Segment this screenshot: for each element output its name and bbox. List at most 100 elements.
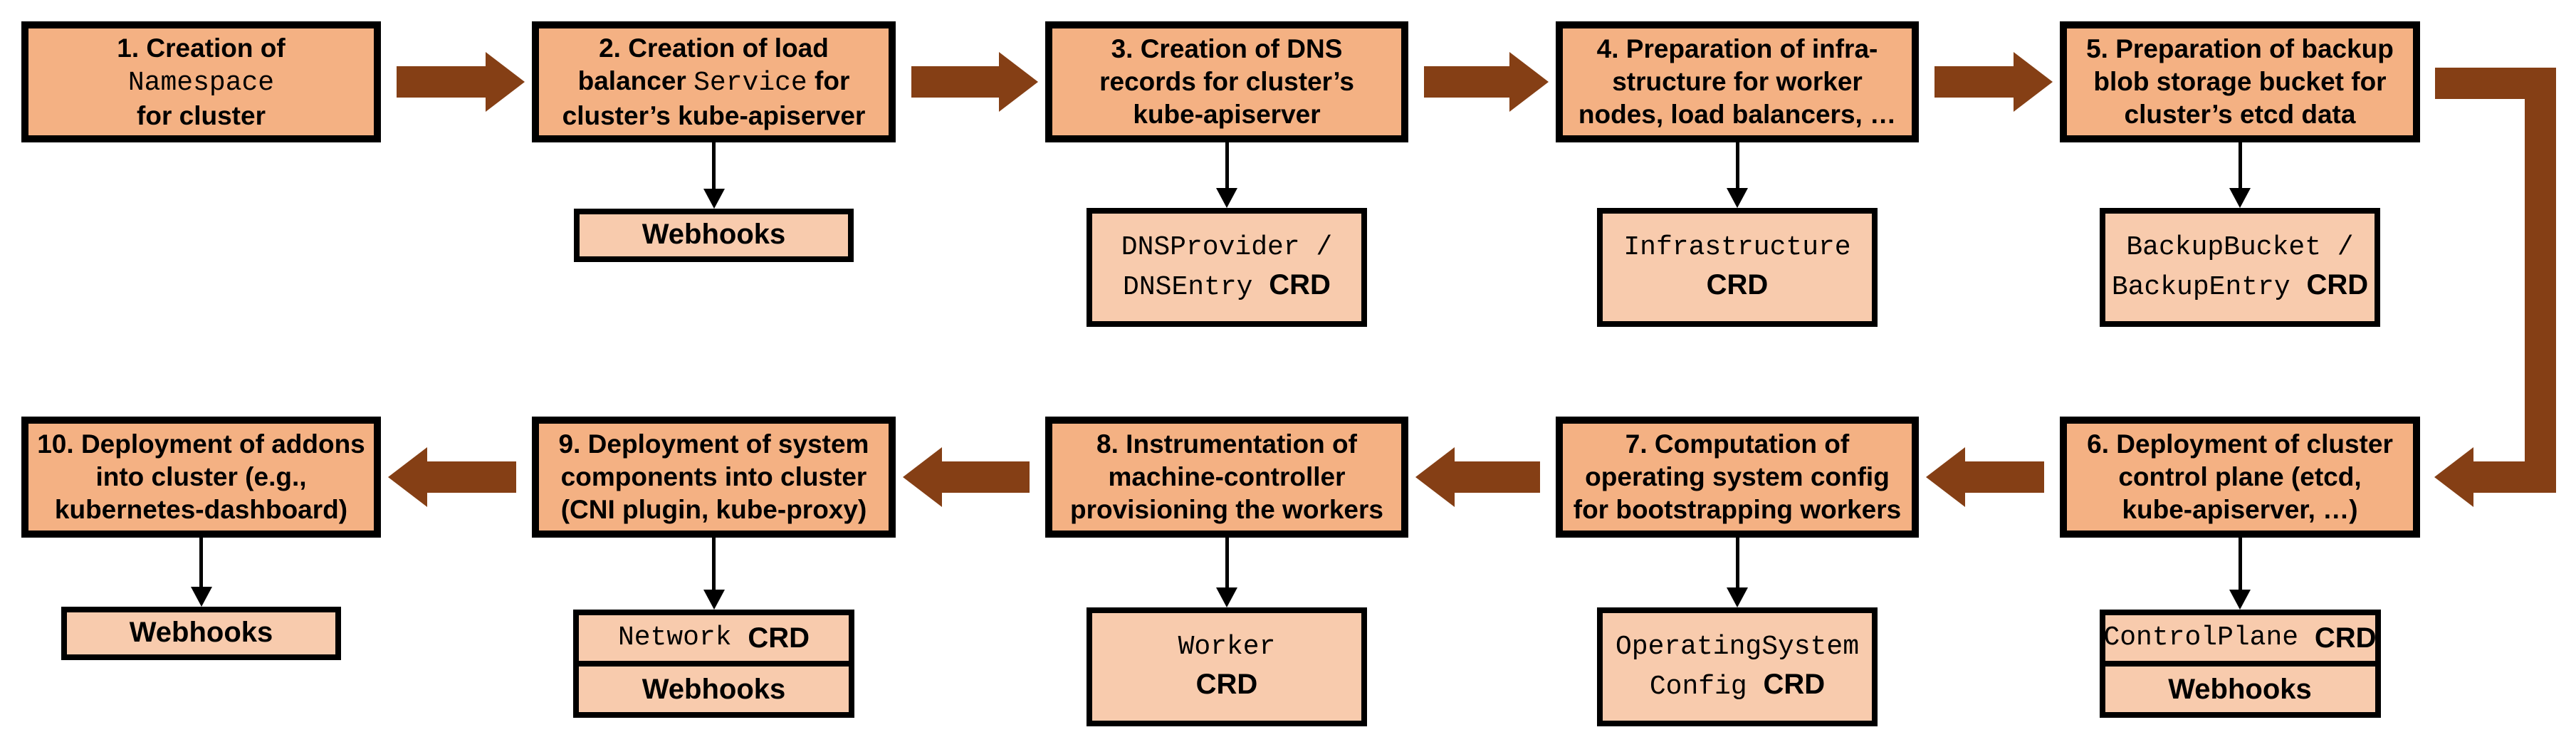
step-label: kube-apiserver, …) (2122, 495, 2358, 524)
connector-arrow-step7 (1735, 538, 1739, 589)
connector-arrowhead-step2 (703, 189, 725, 209)
step-label: 7. Computation of (1625, 429, 1850, 459)
step-label: operating system config (1585, 462, 1890, 491)
step-box-8: 8. Instrumentation of machine-controller p… (1045, 417, 1408, 538)
connector-arrowhead-step10 (190, 587, 212, 607)
connector-arrowhead-step3 (1216, 188, 1237, 208)
step-label: 3. Creation of DNS (1111, 34, 1343, 63)
flow-arrow-1-2-body (397, 66, 486, 98)
flow-arrow-1-2-head (486, 52, 525, 112)
flow-arrow-3-4-body (1424, 66, 1509, 98)
connector-arrow-step9 (712, 538, 716, 591)
flow-arrow-8-9-body (942, 461, 1030, 493)
network-crd-webhooks-box: Network CRD Webhooks (573, 610, 854, 718)
step-box-10: 10. Deployment of addons into cluster (e.… (21, 417, 381, 538)
step-label: (CNI plugin, kube-proxy) (560, 495, 867, 524)
step-box-7: 7. Computation of operating system config… (1556, 417, 1919, 538)
connector-arrowhead-step4 (1727, 188, 1748, 208)
step-label: 9. Deployment of system (558, 429, 869, 459)
step-label: Namespace (127, 67, 275, 98)
flow-arrow-3-4-head (1509, 52, 1549, 112)
flow-arrow-6-7-body (1965, 461, 2044, 493)
dns-crd-box-label: DNSProvider / (1121, 231, 1333, 263)
step-label: 8. Instrumentation of (1096, 429, 1357, 459)
infrastructure-crd-box-label: CRD (1706, 268, 1769, 301)
controlplane-crd-webhooks-box-cell-2: Webhooks (2105, 661, 2375, 712)
step-box-5: 5. Preparation of backup blob storage buc… (2060, 21, 2420, 142)
flow-arrow-8-9-head (903, 447, 942, 507)
flow-arrow-7-8-head (1415, 447, 1455, 507)
connector-arrowhead-step5 (2229, 188, 2251, 208)
step-label: blob storage bucket for (2093, 67, 2387, 96)
step-label: for bootstrapping workers (1573, 495, 1902, 524)
connector-arrow-step4 (1735, 142, 1739, 189)
webhooks-box-step10: Webhooks (61, 607, 341, 660)
step-label: provisioning the workers (1070, 495, 1383, 524)
flow-arrow-9-10-head (388, 447, 427, 507)
connector-arrow-step6 (2238, 538, 2242, 591)
connector-arrowhead-step6 (2229, 590, 2251, 610)
step-label: 1. Creation of (117, 33, 286, 63)
connector-arrowhead-step9 (703, 590, 725, 610)
connector-arrowhead-step7 (1727, 587, 1748, 607)
controlplane-crd-webhooks-box: ControlPlane CRD Webhooks (2099, 610, 2381, 718)
operatingsystemconfig-crd-box-label: OperatingSystem (1615, 631, 1860, 662)
dns-crd-box-label: DNSEntry CRD (1123, 268, 1331, 303)
step-label: components into cluster (560, 462, 867, 491)
connector-arrow-step5 (2238, 142, 2242, 189)
step-label: records for cluster’s (1099, 67, 1354, 96)
flow-arrow-4-5-body (1934, 66, 2014, 98)
step-label: 2. Creation of load (599, 33, 829, 63)
backup-crd-box-label: BackupBucket / (2126, 231, 2354, 263)
backup-crd-box-label: BackupEntry CRD (2111, 268, 2369, 303)
step-label: 5. Preparation of backup (2086, 34, 2394, 63)
infrastructure-crd-box-label: Infrastructure (1623, 231, 1851, 263)
step-box-6: 6. Deployment of cluster control plane (e… (2060, 417, 2420, 538)
connector-arrow-step10 (199, 538, 203, 588)
connector-arrowhead-step8 (1216, 587, 1237, 607)
flow-arrow-2-3-head (999, 52, 1038, 112)
connector-arrow-step2 (712, 142, 716, 190)
network-crd-webhooks-box-cell-2: Webhooks (579, 661, 849, 712)
webhooks-box-step2: Webhooks (574, 209, 854, 262)
step-label: kube-apiserver (1133, 100, 1321, 129)
step-label: into cluster (e.g., (95, 462, 307, 491)
step-label: 6. Deployment of cluster (2087, 429, 2393, 459)
flow-arrow-9-10-body (427, 461, 516, 493)
step-label: for cluster (137, 100, 266, 130)
network-crd-webhooks-box-cell-1: Network CRD (617, 622, 810, 654)
connector-arrow-step3 (1225, 142, 1229, 189)
step-label: balancer Service for (577, 66, 850, 98)
dns-crd-box: DNSProvider / DNSEntry CRD (1087, 208, 1367, 327)
flow-arrow-6-7-head (1926, 447, 1965, 507)
worker-crd-box-label: Worker (1178, 631, 1276, 662)
backup-crd-box: BackupBucket / BackupEntry CRD (2100, 208, 2380, 327)
flow-arrow-5-6-shape (2434, 68, 2556, 507)
step-label: kubernetes-dashboard) (54, 495, 348, 524)
flow-arrow-2-3-body (911, 66, 999, 98)
webhooks-box-step2-label: Webhooks (642, 218, 786, 250)
connector-arrow-step8 (1225, 538, 1229, 589)
worker-crd-box-label: CRD (1195, 668, 1258, 700)
step-box-3: 3. Creation of DNS records for cluster’s k… (1045, 21, 1408, 142)
step-box-4: 4. Preparation of infra-structure for wo… (1556, 21, 1919, 142)
step-label: machine-controller (1108, 462, 1346, 491)
operatingsystemconfig-crd-box-label: Config CRD (1649, 668, 1826, 702)
step-label: 10. Deployment of addons (37, 429, 365, 459)
webhooks-box-step10-label: Webhooks (129, 616, 273, 648)
step-label: cluster’s etcd data (2124, 100, 2356, 129)
flow-arrow-4-5-head (2014, 52, 2053, 112)
controlplane-crd-webhooks-box-cell-1: ControlPlane CRD (2103, 622, 2377, 654)
step-label: 4. Preparation of infra- (1596, 34, 1878, 63)
step-label: cluster’s kube-apiserver (562, 100, 866, 130)
step-box-9: 9. Deployment of system components into c… (532, 417, 896, 538)
step-label: structure for worker (1612, 67, 1863, 96)
step-label: control plane (etcd, (2118, 462, 2362, 491)
flow-arrow-7-8-body (1455, 461, 1540, 493)
